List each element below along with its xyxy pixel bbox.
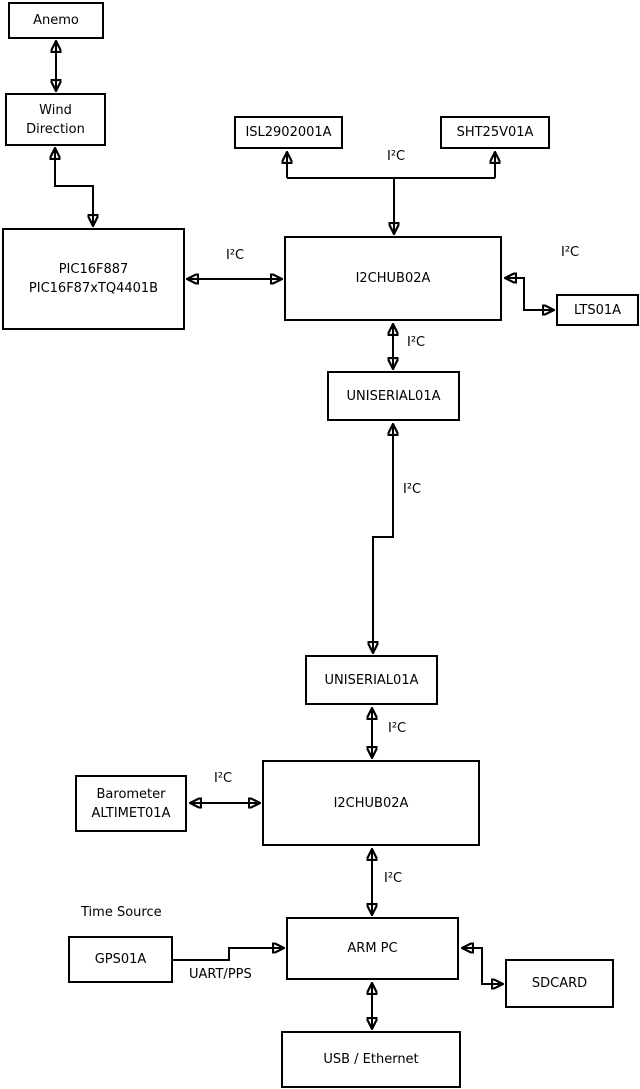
- node-barometer-altimeter: Barometer ALTIMET01A: [75, 775, 187, 832]
- node-label: GPS01A: [94, 952, 147, 967]
- node-isl2902001a: ISL2902001A: [234, 116, 343, 149]
- edge-label-i2c-hub1-serial: I²C: [407, 335, 426, 350]
- node-label: ISL2902001A: [245, 125, 332, 140]
- node-i2c-hub-1: I2CHUB02A: [284, 236, 502, 321]
- node-usb-ethernet: USB / Ethernet: [281, 1031, 461, 1088]
- edge-label-i2c-lts: I²C: [561, 245, 580, 260]
- edge-hub1-lts: [505, 278, 554, 310]
- node-label-line2: PIC16F87xTQ4401B: [28, 281, 159, 296]
- node-arm-pc: ARM PC: [286, 917, 459, 980]
- edge-uniserial1-uniserial2: [373, 424, 393, 653]
- node-label-line1: Barometer: [96, 786, 166, 802]
- edge-label-i2c-serial-link: I²C: [403, 482, 422, 497]
- node-label: SDCARD: [531, 976, 588, 991]
- edge-armpc-sdcard: [462, 948, 503, 984]
- node-label-line1: PIC16F887: [58, 262, 129, 277]
- edge-label-i2c-sensor-bus: I²C: [387, 149, 406, 164]
- node-gps: GPS01A: [68, 936, 173, 983]
- node-pic-microcontroller: PIC16F887 PIC16F87xTQ4401B: [2, 228, 185, 330]
- edge-label-i2c-serial-hub2: I²C: [388, 721, 407, 736]
- node-uniserial-2: UNISERIAL01A: [305, 655, 438, 705]
- edge-label-i2c-hub2-arm: I²C: [384, 871, 403, 886]
- edge-gps-armpc: [173, 948, 284, 961]
- node-sdcard: SDCARD: [505, 959, 614, 1008]
- edge-label-uart-pps: UART/PPS: [189, 967, 252, 982]
- node-label: ARM PC: [347, 941, 398, 956]
- edge-label-i2c-pic: I²C: [226, 248, 245, 263]
- node-label: I2CHUB02A: [333, 795, 409, 811]
- node-label: I2CHUB02A: [355, 271, 431, 286]
- node-i2c-hub-2: I2CHUB02A: [262, 760, 480, 846]
- node-label: UNISERIAL01A: [346, 388, 441, 404]
- node-uniserial-1: UNISERIAL01A: [327, 371, 460, 421]
- node-label-line2: ALTIMET01A: [91, 805, 171, 821]
- edge-wind-pic: [55, 148, 93, 226]
- node-label-line2: Direction: [26, 121, 85, 137]
- node-label: SHT25V01A: [456, 125, 534, 140]
- node-sht25v01a: SHT25V01A: [440, 116, 550, 149]
- node-lts01a: LTS01A: [556, 294, 639, 326]
- node-wind-direction: Wind Direction: [5, 93, 106, 146]
- node-label: UNISERIAL01A: [324, 672, 419, 688]
- node-label: USB / Ethernet: [323, 1052, 419, 1067]
- node-label: LTS01A: [573, 302, 622, 318]
- edge-label-i2c-barometer: I²C: [214, 771, 233, 786]
- node-label: Anemo: [33, 13, 79, 28]
- node-label-line1: Wind: [39, 102, 72, 118]
- edge-label-time-source: Time Source: [81, 905, 162, 920]
- node-anemometer: Anemo: [8, 2, 104, 39]
